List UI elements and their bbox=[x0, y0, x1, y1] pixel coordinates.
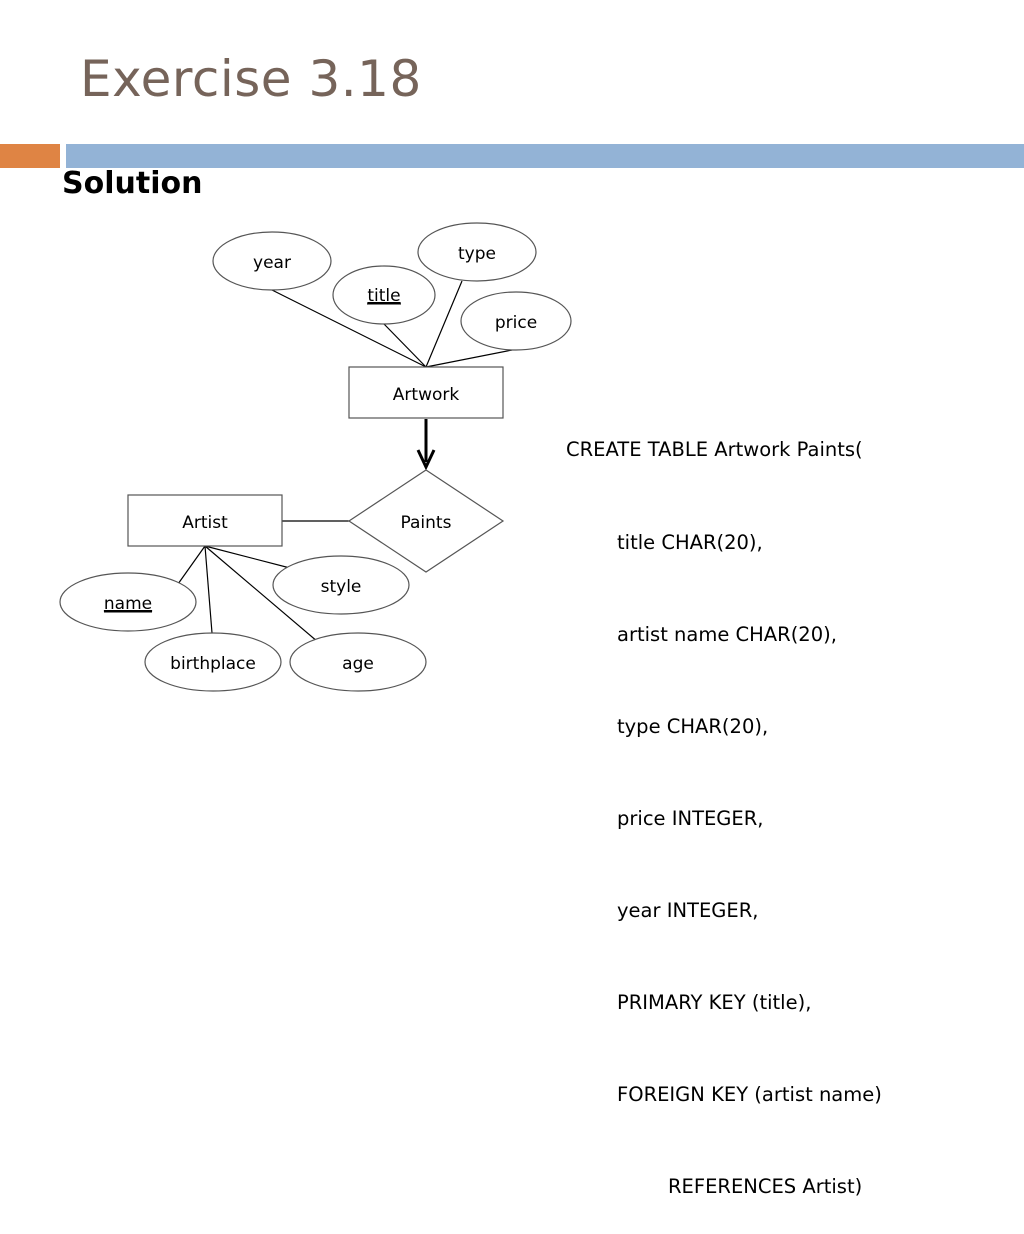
connector-type-artwork bbox=[425, 280, 463, 368]
sql-line: CREATE TABLE Artwork Paints( bbox=[566, 438, 863, 462]
entity-artwork-label: Artwork bbox=[393, 385, 460, 405]
attribute-title: title bbox=[332, 265, 436, 325]
sql-create-table: CREATE TABLE Artwork Paints( title CHAR(… bbox=[566, 374, 882, 1234]
attribute-type-label: type bbox=[458, 244, 496, 264]
entity-artwork: Artwork bbox=[348, 366, 504, 419]
entity-artist: Artist bbox=[127, 494, 283, 547]
sql-line: type CHAR(20), bbox=[617, 714, 769, 738]
connector-artist-birthplace bbox=[204, 545, 213, 634]
sql-line: REFERENCES Artist) bbox=[668, 1175, 863, 1199]
attribute-birthplace-label: birthplace bbox=[170, 654, 256, 674]
attribute-birthplace: birthplace bbox=[144, 632, 282, 692]
attribute-type: type bbox=[417, 222, 537, 282]
attribute-name-label: name bbox=[104, 594, 152, 614]
entity-artist-label: Artist bbox=[182, 513, 228, 533]
attribute-style: style bbox=[272, 555, 410, 615]
connector-year-artwork bbox=[271, 289, 427, 368]
connector-artist-name bbox=[177, 545, 206, 585]
attribute-price-label: price bbox=[495, 313, 537, 333]
sql-line: title CHAR(20), bbox=[617, 530, 763, 554]
sql-line: PRIMARY KEY (title), bbox=[617, 991, 812, 1015]
er-diagram: Artwork Paints Artist year type title pr… bbox=[59, 222, 572, 692]
attribute-year-label: year bbox=[253, 253, 291, 273]
accent-bar-orange bbox=[0, 144, 60, 168]
relationship-paints: Paints bbox=[347, 469, 505, 573]
connector-title-artwork bbox=[383, 323, 427, 368]
attribute-year: year bbox=[212, 231, 332, 291]
attribute-age: age bbox=[289, 632, 427, 692]
attribute-price: price bbox=[460, 291, 572, 351]
attribute-style-label: style bbox=[321, 577, 362, 597]
attribute-name: name bbox=[59, 572, 197, 632]
slide-title: Exercise 3.18 bbox=[80, 50, 422, 108]
connector-artist-style bbox=[204, 545, 291, 569]
slide-subtitle: Solution bbox=[62, 166, 203, 201]
sql-line: artist name CHAR(20), bbox=[617, 622, 837, 646]
accent-bar-blue bbox=[66, 144, 1024, 168]
sql-line: FOREIGN KEY (artist name) bbox=[617, 1083, 882, 1107]
connector-price-artwork bbox=[425, 349, 513, 368]
arrow-artwork-paints bbox=[416, 419, 436, 471]
connector-artist-age bbox=[204, 545, 319, 643]
sql-line: price INTEGER, bbox=[617, 806, 764, 830]
attribute-title-label: title bbox=[367, 286, 400, 306]
sql-line: year INTEGER, bbox=[617, 898, 759, 922]
relationship-paints-label: Paints bbox=[401, 513, 452, 533]
attribute-age-label: age bbox=[342, 654, 374, 674]
